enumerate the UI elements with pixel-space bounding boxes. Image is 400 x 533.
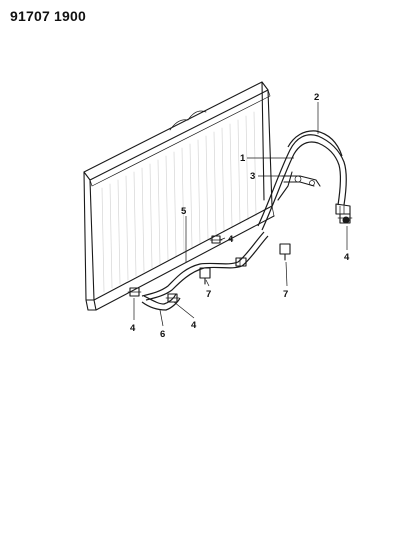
- callout-3: 3: [250, 171, 255, 182]
- leader-lines: [133, 102, 348, 327]
- cooler-hose-outer: [257, 130, 347, 231]
- callout-5: 5: [181, 206, 187, 217]
- radiator: [83, 81, 275, 311]
- hose-clamp: [127, 287, 142, 297]
- callout-6: 6: [160, 329, 165, 340]
- callout-1: 1: [240, 153, 246, 164]
- cooler-pipe-inner: [277, 171, 321, 201]
- callout-7-left: 7: [206, 289, 211, 300]
- mounting-bolt: [199, 267, 211, 285]
- callout-4-upper: 4: [228, 234, 234, 245]
- callout-7-right: 7: [283, 289, 288, 300]
- hose-clamp: [337, 213, 353, 224]
- cooler-line-lower: [141, 231, 269, 301]
- callout-2: 2: [314, 92, 319, 103]
- callout-4-right: 4: [344, 252, 350, 263]
- mounting-bolt: [279, 243, 291, 261]
- callout-4-lower-left: 4: [130, 323, 136, 334]
- document-code: 91707 1900: [10, 8, 86, 24]
- hose-clamp: [165, 293, 180, 303]
- callout-4-lower-right: 4: [191, 320, 197, 331]
- hose-clamp: [209, 235, 223, 244]
